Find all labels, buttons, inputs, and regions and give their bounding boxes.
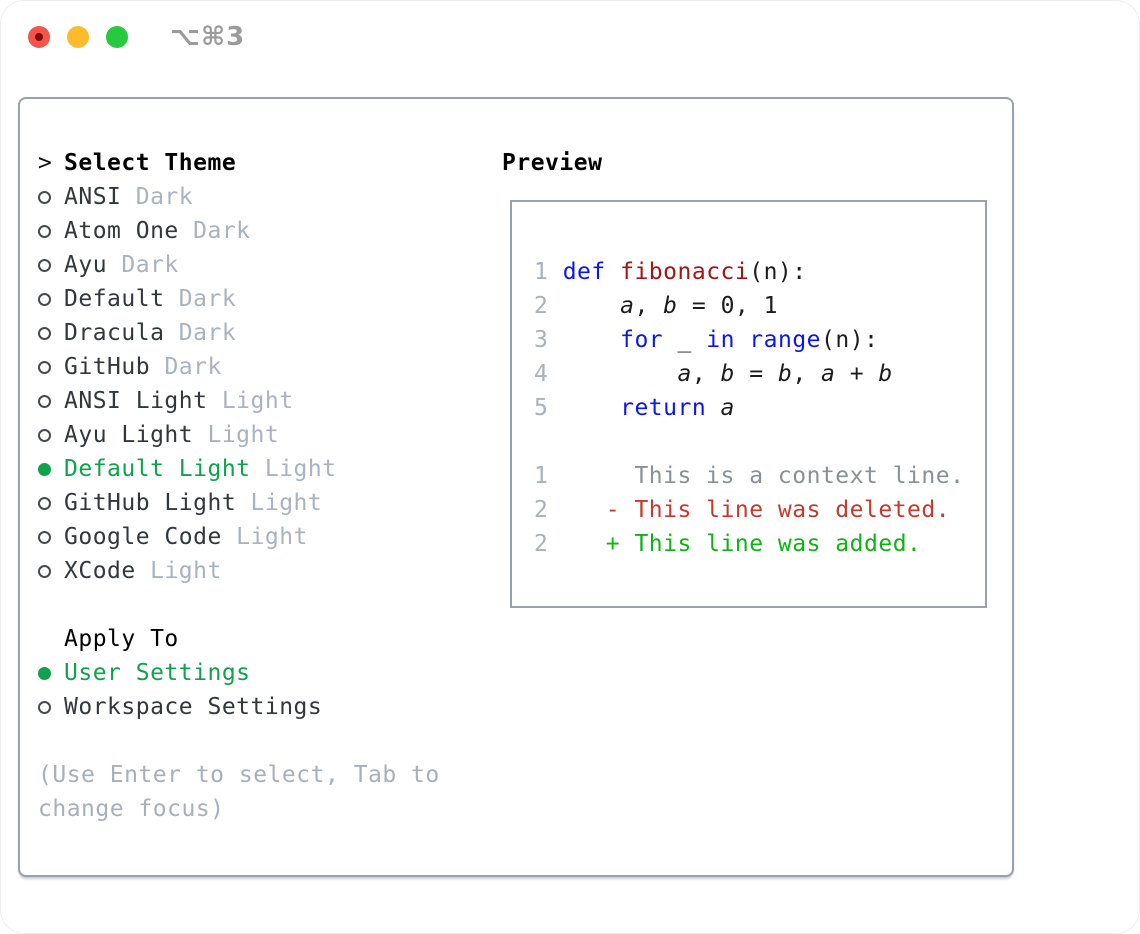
close-button-icon[interactable]: [28, 26, 50, 48]
radio-icon: [38, 486, 64, 520]
theme-option-label: GitHub: [64, 354, 151, 380]
theme-list-header: > Select Theme: [38, 146, 337, 180]
radio-selected-icon: [38, 656, 64, 690]
code-line: 2 a, b = 0, 1: [534, 293, 778, 319]
radio-icon: [38, 520, 64, 554]
theme-variant-tag: Light: [193, 422, 280, 448]
hint-line: change focus): [38, 796, 225, 822]
theme-variant-tag: Light: [135, 558, 222, 584]
apply-to-header: Apply To: [38, 622, 322, 656]
theme-variant-tag: Dark: [164, 286, 237, 312]
theme-variant-tag: Dark: [150, 354, 222, 380]
theme-option-label: ANSI: [64, 184, 122, 210]
line-number: 1: [534, 259, 563, 285]
line-number: 5: [534, 395, 563, 421]
line-number: 4: [534, 361, 563, 387]
theme-variant-tag: Dark: [121, 184, 194, 210]
apply-option-label: Workspace Settings: [64, 694, 323, 720]
theme-option-default-dark[interactable]: Default Dark: [38, 282, 337, 316]
code-line: 5 return a: [534, 395, 735, 421]
theme-option-label: XCode: [64, 558, 136, 584]
preview-box: 1 def fibonacci(n): 2 a, b = 0, 1 3 for _ …: [510, 200, 987, 608]
apply-option-label: User Settings: [64, 660, 251, 686]
code-line: 3 for _ in range(n):: [534, 327, 879, 353]
theme-option-xcode-light[interactable]: XCode Light: [38, 554, 337, 588]
theme-option-label: Dracula: [64, 320, 165, 346]
radio-icon: [38, 282, 64, 316]
radio-selected-icon: [38, 452, 64, 486]
apply-to-spacer: [38, 622, 64, 656]
prompt-icon: >: [38, 146, 64, 180]
radio-icon: [38, 214, 64, 248]
line-number: 2: [534, 293, 563, 319]
theme-variant-tag: Dark: [164, 320, 237, 346]
theme-list-title: Select Theme: [64, 150, 237, 176]
line-number: 3: [534, 327, 563, 353]
theme-variant-tag: Dark: [178, 218, 251, 244]
theme-option-ayu-light-light[interactable]: Ayu Light Light: [38, 418, 337, 452]
theme-variant-tag: Light: [221, 524, 308, 550]
theme-option-label: GitHub Light: [64, 490, 237, 516]
theme-option-label: Default Light: [64, 456, 251, 482]
minimize-button-icon[interactable]: [67, 26, 89, 48]
traffic-lights: [28, 26, 128, 48]
radio-icon: [38, 316, 64, 350]
theme-option-ansi-light-light[interactable]: ANSI Light Light: [38, 384, 337, 418]
theme-option-label: Ayu: [64, 252, 108, 278]
radio-icon: [38, 248, 64, 282]
line-number: 2: [534, 531, 563, 557]
theme-option-github-light-light[interactable]: GitHub Light Light: [38, 486, 337, 520]
diff-line: 1 This is a context line.: [534, 463, 965, 489]
theme-option-google-code-light[interactable]: Google Code Light: [38, 520, 337, 554]
line-number: 2: [534, 497, 563, 523]
keyboard-hint: (Use Enter to select, Tab to change focus…: [38, 758, 440, 826]
line-number: 1: [534, 463, 563, 489]
preview-title: Preview: [502, 150, 603, 176]
theme-option-github-dark[interactable]: GitHub Dark: [38, 350, 337, 384]
apply-option-user-settings[interactable]: User Settings: [38, 656, 322, 690]
code-line: 4 a, b = b, a + b: [534, 361, 893, 387]
zoom-button-icon[interactable]: [106, 26, 128, 48]
radio-icon: [38, 350, 64, 384]
theme-option-label: ANSI Light: [64, 388, 208, 414]
radio-icon: [38, 690, 64, 724]
theme-variant-tag: Light: [250, 456, 337, 482]
theme-option-atom-one-dark[interactable]: Atom One Dark: [38, 214, 337, 248]
apply-to-title: Apply To: [64, 626, 179, 652]
theme-option-ayu-dark[interactable]: Ayu Dark: [38, 248, 337, 282]
radio-icon: [38, 180, 64, 214]
code-preview: 1 def fibonacci(n): 2 a, b = 0, 1 3 for _ …: [534, 255, 964, 561]
theme-option-label: Default: [64, 286, 165, 312]
theme-option-dracula-dark[interactable]: Dracula Dark: [38, 316, 337, 350]
code-line: 1 def fibonacci(n):: [534, 259, 807, 285]
theme-variant-tag: Light: [207, 388, 294, 414]
apply-option-workspace-settings[interactable]: Workspace Settings: [38, 690, 322, 724]
hint-line: (Use Enter to select, Tab to: [38, 762, 440, 788]
theme-variant-tag: Light: [236, 490, 323, 516]
radio-icon: [38, 554, 64, 588]
window-shortcut-label: ⌥⌘3: [170, 22, 246, 52]
theme-option-ansi-dark[interactable]: ANSI Dark: [38, 180, 337, 214]
theme-option-default-light-light[interactable]: Default Light Light: [38, 452, 337, 486]
diff-line: 2 - This line was deleted.: [534, 497, 951, 523]
diff-line: 2 + This line was added.: [534, 531, 922, 557]
radio-icon: [38, 384, 64, 418]
theme-option-label: Atom One: [64, 218, 179, 244]
theme-option-label: Google Code: [64, 524, 222, 550]
theme-variant-tag: Dark: [107, 252, 179, 278]
radio-icon: [38, 418, 64, 452]
prompt-char: >: [38, 150, 53, 176]
theme-option-label: Ayu Light: [64, 422, 194, 448]
window-titlebar: ⌥⌘3: [0, 0, 1140, 72]
